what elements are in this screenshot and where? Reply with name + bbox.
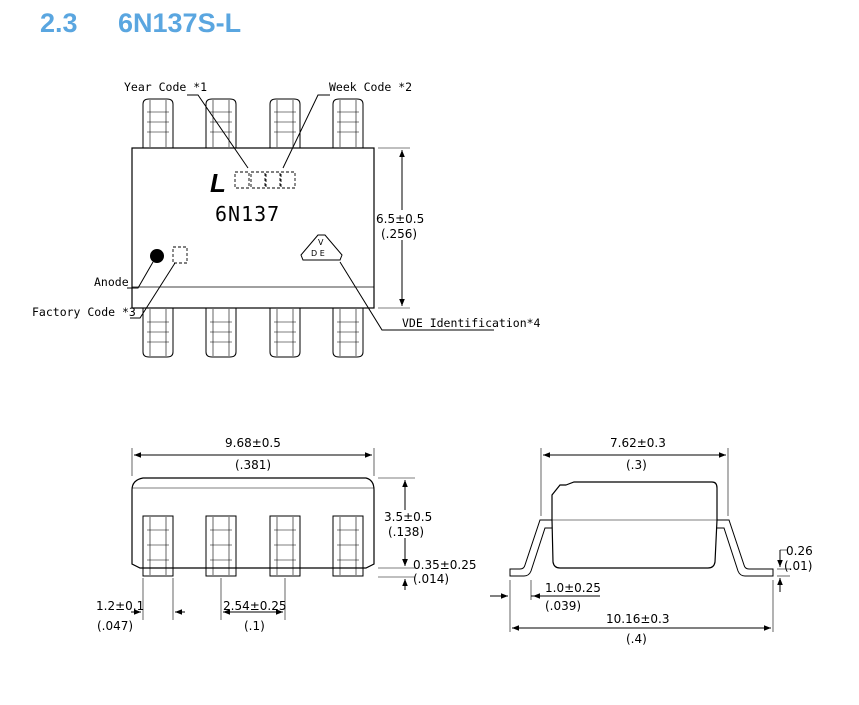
body-width-dimension: 7.62±0.3 [610, 436, 666, 450]
bottom-pin-2 [205, 308, 237, 358]
overall-width-dimension-inch: (.4) [626, 632, 647, 646]
side-view [131, 448, 415, 620]
top-pin-3 [269, 98, 301, 148]
top-view-body [131, 147, 375, 309]
logo-letter: L [210, 168, 226, 198]
top-pin-2 [205, 98, 237, 148]
top-pin-4 [332, 98, 364, 148]
year-code-label: Year Code *1 [124, 80, 207, 94]
side-pin-3 [269, 515, 301, 577]
side-pin-2 [205, 515, 237, 577]
end-view-body [551, 481, 718, 569]
week-code-label: Week Code *2 [329, 80, 412, 94]
body-height-dimension-inch: (.138) [388, 525, 424, 539]
date-code-boxes [234, 171, 296, 189]
vde-de-letters: D E [311, 249, 325, 258]
vde-identification-label: VDE Identification*4 [402, 316, 541, 330]
end-view [490, 448, 790, 632]
part-marking: 6N137 [215, 202, 280, 226]
side-pin-4 [332, 515, 364, 577]
bottom-pin-3 [269, 308, 301, 358]
foot-length-dimension-inch: (.039) [545, 599, 581, 613]
length-dimension-inch: (.381) [235, 458, 271, 472]
length-dimension: 9.68±0.5 [225, 436, 281, 450]
lead-width-dimension: 1.2±0.1 [96, 599, 144, 613]
vde-v-letter: V [318, 238, 324, 247]
height-dimension-inch: (.256) [381, 227, 417, 241]
top-pins [142, 98, 364, 148]
lead-thickness-dimension: 0.26 [786, 544, 813, 558]
foot-length-dimension: 1.0±0.25 [545, 581, 601, 595]
pitch-dimension: 2.54±0.25 [223, 599, 287, 613]
right-lead [717, 519, 774, 577]
top-view [127, 94, 494, 358]
left-lead [509, 519, 552, 577]
factory-code-box [172, 246, 188, 264]
lead-width-dimension-inch: (.047) [97, 619, 133, 633]
side-view-body [131, 477, 375, 569]
top-pin-1 [142, 98, 174, 148]
section-number: 2.3 [40, 8, 78, 38]
bottom-pin-1 [142, 308, 174, 358]
section-heading: 2.3 6N137S-L [40, 8, 241, 39]
side-pin-1 [142, 515, 174, 577]
standoff-dimension-inch: (.014) [413, 572, 449, 586]
lead-thickness-dimension-inch: (.01) [784, 559, 812, 573]
body-width-dimension-inch: (.3) [626, 458, 647, 472]
height-dimension: 6.5±0.5 [376, 212, 424, 226]
body-height-dimension: 3.5±0.5 [384, 510, 432, 524]
factory-code-label: Factory Code *3 [32, 305, 136, 319]
bottom-pin-4 [332, 308, 364, 358]
overall-width-dimension: 10.16±0.3 [606, 612, 670, 626]
bottom-pins [142, 308, 364, 358]
anode-dot [150, 249, 164, 263]
standoff-dimension: 0.35±0.25 [413, 558, 477, 572]
anode-label: Anode [94, 275, 129, 289]
vde-mark-icon [300, 234, 343, 261]
pitch-dimension-inch: (.1) [244, 619, 265, 633]
section-title: 6N137S-L [118, 8, 242, 38]
